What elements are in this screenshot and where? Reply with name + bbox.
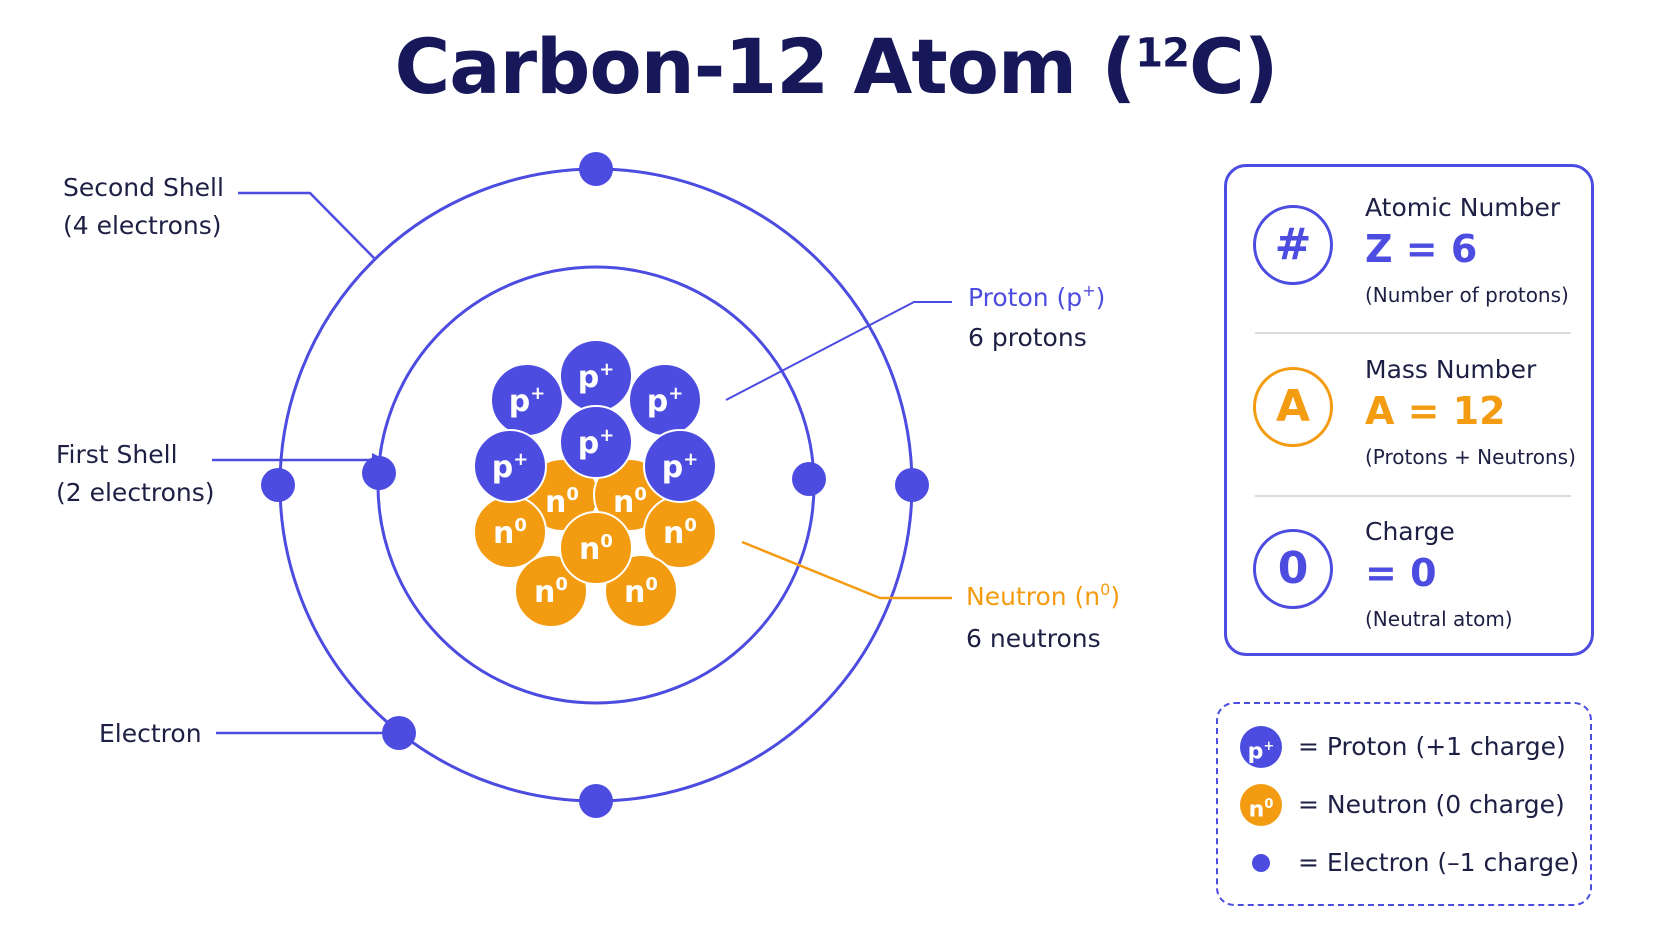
proton bbox=[643, 429, 717, 503]
electron-second-shell-right bbox=[895, 468, 929, 502]
mass-number-label: Mass Number bbox=[1365, 355, 1537, 384]
mass-number-item: A Mass Number A = 12 (Protons + Neutrons… bbox=[1253, 347, 1576, 487]
second-shell-label: Second Shell bbox=[63, 173, 224, 202]
hash-icon: # bbox=[1253, 205, 1333, 285]
neutron-label: n0 bbox=[545, 484, 579, 520]
neutron-label: n0 bbox=[663, 515, 697, 551]
neutron-swatch-icon: n0 bbox=[1240, 784, 1282, 826]
neutron-leader bbox=[741, 540, 952, 600]
charge-zero-icon: 0 bbox=[1253, 529, 1333, 609]
charge-note: (Neutral atom) bbox=[1365, 607, 1513, 631]
electron-label: Electron bbox=[99, 719, 202, 748]
mass-a-icon: A bbox=[1253, 367, 1333, 447]
proton-label: p+ bbox=[578, 359, 615, 395]
proton-leader bbox=[725, 301, 952, 401]
neutron-label: n0 bbox=[534, 574, 568, 610]
electron-highlighted bbox=[382, 716, 416, 750]
neutron bbox=[559, 511, 633, 585]
proton-label: p+ bbox=[492, 449, 529, 485]
page-title: Carbon-12 Atom (12C) bbox=[394, 22, 1279, 111]
atomic-number-value: Z = 6 bbox=[1365, 227, 1478, 271]
neutron-label: n0 bbox=[613, 484, 647, 520]
proton bbox=[559, 405, 633, 479]
proton-label: p+ bbox=[662, 449, 699, 485]
nucleus: p+ p+ p+ p+ p+ p+ n0 n0 n0 n0 n0 n0 n0 bbox=[473, 339, 717, 628]
proton-callout-count: 6 protons bbox=[968, 323, 1087, 352]
legend-item-proton: p+ = Proton (+1 charge) bbox=[1240, 724, 1580, 770]
charge-value: = 0 bbox=[1365, 551, 1437, 595]
neutron-callout-count: 6 neutrons bbox=[966, 624, 1101, 653]
divider bbox=[1255, 332, 1571, 334]
second-shell-leader bbox=[238, 191, 375, 259]
proton-label: p+ bbox=[647, 383, 684, 419]
atomic-number-item: # Atomic Number Z = 6 (Number of protons… bbox=[1253, 185, 1571, 325]
proton bbox=[473, 429, 547, 503]
electron-first-shell-left bbox=[362, 456, 396, 490]
neutron-label: n0 bbox=[624, 574, 658, 610]
legend-text: = Proton (+1 charge) bbox=[1298, 732, 1566, 761]
legend-item-neutron: n0 = Neutron (0 charge) bbox=[1240, 782, 1580, 828]
first-shell-label: First Shell bbox=[56, 440, 178, 469]
legend-text: = Neutron (0 charge) bbox=[1298, 790, 1565, 819]
atom-info-card: # Atomic Number Z = 6 (Number of protons… bbox=[1224, 164, 1594, 656]
second-shell-count: (4 electrons) bbox=[63, 211, 222, 240]
charge-item: 0 Charge = 0 (Neutral atom) bbox=[1253, 509, 1571, 649]
electron-second-shell-bottom bbox=[579, 784, 613, 818]
electron-second-shell-left bbox=[261, 468, 295, 502]
atomic-number-note: (Number of protons) bbox=[1365, 283, 1569, 307]
mass-number-value: A = 12 bbox=[1365, 389, 1506, 433]
neutron-label: n0 bbox=[493, 515, 527, 551]
proton-swatch-icon: p+ bbox=[1240, 726, 1282, 768]
legend: p+ = Proton (+1 charge) n0 = Neutron (0 … bbox=[1216, 702, 1592, 906]
divider bbox=[1255, 495, 1571, 497]
proton-callout-label: Proton (p+) bbox=[968, 281, 1105, 312]
proton-label: p+ bbox=[509, 383, 546, 419]
electron-dot-icon bbox=[1252, 854, 1270, 872]
charge-label: Charge bbox=[1365, 517, 1455, 546]
electron-second-shell-top bbox=[579, 152, 613, 186]
proton-label: p+ bbox=[578, 425, 615, 461]
neutron-label: n0 bbox=[579, 531, 613, 567]
neutron-callout-label: Neutron (n0) bbox=[966, 580, 1120, 611]
first-shell-count: (2 electrons) bbox=[56, 478, 215, 507]
atomic-number-label: Atomic Number bbox=[1365, 193, 1561, 222]
electron-first-shell-right bbox=[792, 462, 826, 496]
legend-text: = Electron (–1 charge) bbox=[1298, 848, 1580, 877]
mass-number-note: (Protons + Neutrons) bbox=[1365, 445, 1576, 469]
legend-item-electron: = Electron (–1 charge) bbox=[1240, 840, 1580, 886]
